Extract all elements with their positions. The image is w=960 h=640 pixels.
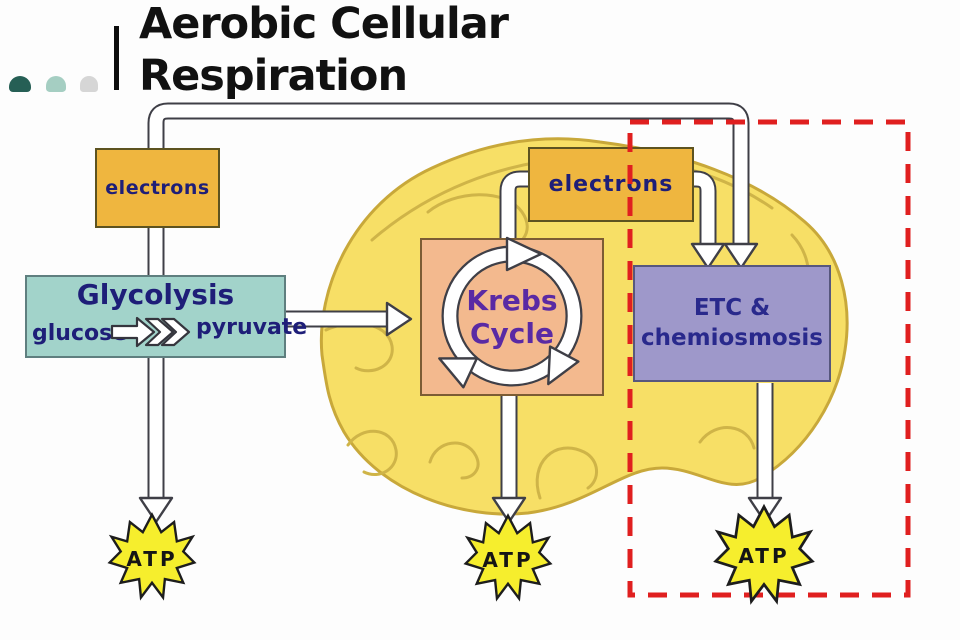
tube-krebs-to-electrons [499,170,530,244]
arrowhead-atp-middle [491,496,527,524]
page-title-line1: Aerobic Cellular [139,0,509,49]
glucose-label: glucose [32,321,128,346]
atp-label-left: ATP [126,547,178,571]
electrons-box-left: electrons [95,148,220,228]
etc-label: ETC & chemiosmosis [641,294,823,351]
arrowhead-atp-left [138,496,174,524]
krebs-cycle-box: Krebs Cycle [420,238,604,396]
electrons-box-right: electrons [528,147,694,222]
glycolysis-box: Glycolysis glucose pyruvate [25,275,307,358]
glycolysis-label: Glycolysis [76,278,235,311]
etc-chemiosmosis-box: ETC & chemiosmosis [633,265,831,382]
electrons-right-label: electrons [548,172,674,197]
krebs-label: Krebs Cycle [466,283,558,350]
title-accent-bar [114,26,119,90]
bullet-dot-gray [80,76,98,92]
pyruvate-label: pyruvate [196,315,308,340]
atp-label-middle: ATP [482,548,534,572]
arrowhead-into-krebs [385,301,413,337]
atp-label-right: ATP [738,544,790,568]
arrowhead-atp-right [747,496,783,524]
bullet-dot-dark-teal [9,76,31,92]
page-title: Aerobic Cellular Respiration [139,0,509,103]
bullet-dot-light-teal [46,76,66,92]
page-title-line2: Respiration [139,51,408,102]
electrons-left-label: electrons [105,177,210,199]
